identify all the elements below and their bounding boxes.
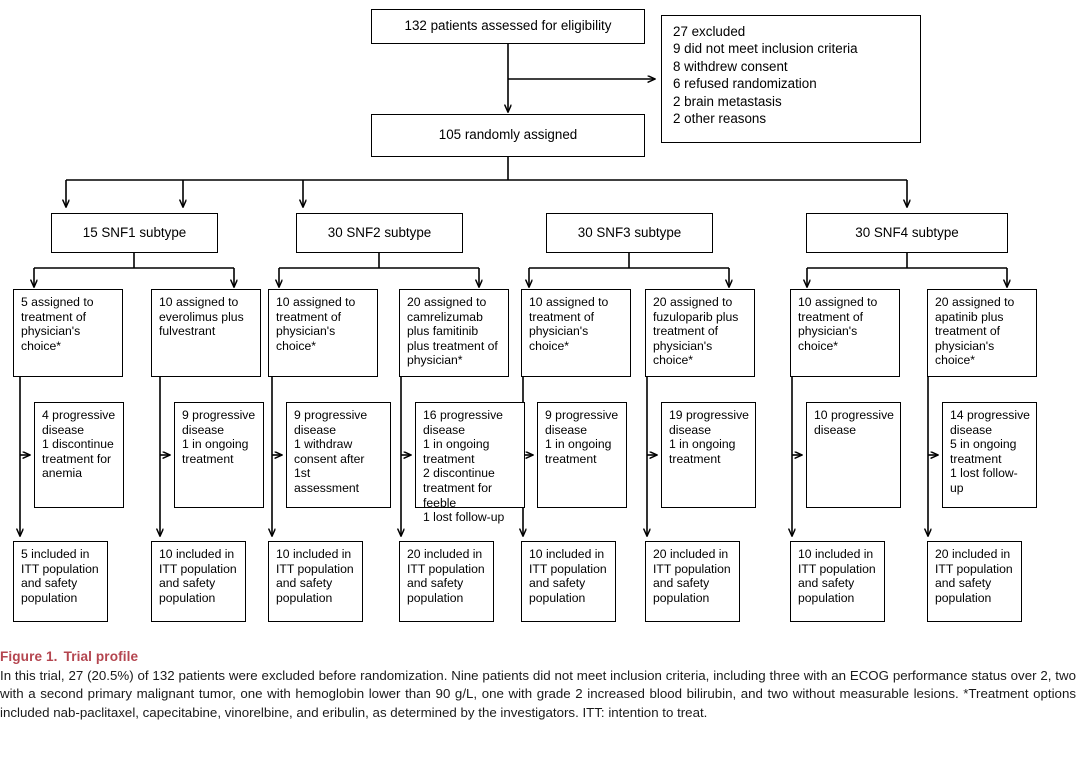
box-itt-arm6: 20 included in ITT population and safety… <box>645 541 740 622</box>
box-outcome-arm7: 10 progressive disease <box>806 402 901 508</box>
figure-title: Trial profile <box>63 649 139 664</box>
figure-label: Figure 1. <box>0 649 58 664</box>
box-itt-arm7: 10 included in ITT population and safety… <box>790 541 885 622</box>
box-assigned-arm6: 20 assigned to fuzuloparib plus treatmen… <box>645 289 755 377</box>
box-outcome-arm5: 9 progressive disease 1 in ongoing treat… <box>537 402 627 508</box>
box-itt-arm2: 10 included in ITT population and safety… <box>151 541 246 622</box>
trial-profile-diagram: 132 patients assessed for eligibility 27… <box>13 9 1037 622</box>
box-assigned-arm4: 20 assigned to camrelizumab plus famitin… <box>399 289 509 377</box>
figure-caption-text: In this trial, 27 (20.5%) of 132 patient… <box>0 668 1076 720</box>
box-outcome-arm4: 16 progressive disease 1 in ongoing trea… <box>415 402 525 524</box>
box-itt-arm1: 5 included in ITT population and safety … <box>13 541 108 622</box>
box-assessed: 132 patients assessed for eligibility <box>371 9 645 44</box>
box-excluded: 27 excluded 9 did not meet inclusion cri… <box>661 15 921 143</box>
box-outcome-arm3: 9 progressive disease 1 withdraw consent… <box>286 402 391 508</box>
box-assigned-arm7: 10 assigned to treatment of physician's … <box>790 289 900 377</box>
box-subtype-snf3: 30 SNF3 subtype <box>546 213 713 253</box>
box-itt-arm5: 10 included in ITT population and safety… <box>521 541 616 622</box>
box-subtype-snf2: 30 SNF2 subtype <box>296 213 463 253</box>
box-subtype-snf4: 30 SNF4 subtype <box>806 213 1008 253</box>
box-itt-arm4: 20 included in ITT population and safety… <box>399 541 494 622</box>
box-assigned-arm1: 5 assigned to treatment of physician's c… <box>13 289 123 377</box>
box-randomized: 105 randomly assigned <box>371 114 645 157</box>
box-assigned-arm3: 10 assigned to treatment of physician's … <box>268 289 378 377</box>
box-outcome-arm2: 9 progressive disease 1 in ongoing treat… <box>174 402 264 508</box>
figure-caption: Figure 1. Trial profile In this trial, 27… <box>0 648 1080 722</box>
box-itt-arm8: 20 included in ITT population and safety… <box>927 541 1022 622</box>
box-outcome-arm1: 4 progressive disease 1 discontinue trea… <box>34 402 124 508</box>
box-assigned-arm8: 20 assigned to apatinib plus treatment o… <box>927 289 1037 377</box>
box-outcome-arm8: 14 progressive disease 5 in ongoing trea… <box>942 402 1037 508</box>
box-assigned-arm5: 10 assigned to treatment of physician's … <box>521 289 631 377</box>
box-itt-arm3: 10 included in ITT population and safety… <box>268 541 363 622</box>
box-assigned-arm2: 10 assigned to everolimus plus fulvestra… <box>151 289 261 377</box>
box-outcome-arm6: 19 progressive disease 1 in ongoing trea… <box>661 402 756 508</box>
box-subtype-snf1: 15 SNF1 subtype <box>51 213 218 253</box>
figure-title-line: Figure 1. Trial profile <box>0 648 1080 666</box>
